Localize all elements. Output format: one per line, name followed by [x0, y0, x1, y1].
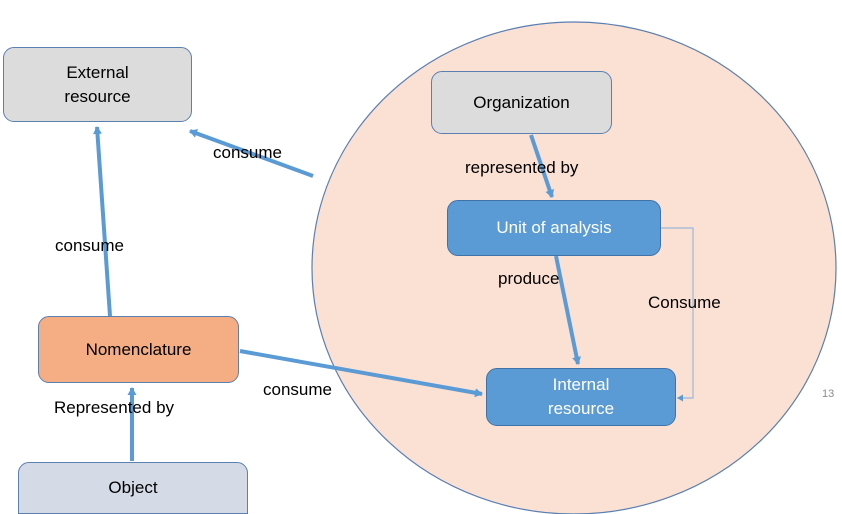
edge-label-nomenclature-to-external: consume — [55, 236, 124, 255]
edge-label-unit-to-internal-side: Consume — [648, 293, 721, 312]
edge-circle-to-external — [189, 129, 314, 178]
node-unit-of-analysis-label: Unit of analysis — [496, 218, 612, 238]
node-organization: Organization — [431, 71, 612, 134]
edge-label-nomenclature-to-internal: consume — [263, 380, 332, 399]
edge-label-unit-to-internal: produce — [498, 269, 560, 288]
page-number: 13 — [822, 388, 835, 400]
edge-unit-to-internal-side — [661, 227, 694, 402]
edge-organization-to-unit — [529, 134, 555, 198]
edge-unit-to-internal — [554, 255, 582, 365]
node-organization-label: Organization — [473, 92, 570, 112]
node-internal-resource: Internal resource — [486, 368, 676, 426]
edge-label-object-to-nomenclature: Represented by — [54, 398, 175, 417]
organization-boundary-circle — [311, 21, 837, 514]
edge-nomenclature-to-internal — [239, 349, 483, 398]
node-nomenclature: Nomenclature — [38, 316, 239, 383]
edge-label-organization-to-unit: represented by — [465, 158, 579, 177]
node-external-resource-label: External resource — [64, 62, 131, 106]
node-unit-of-analysis: Unit of analysis — [447, 200, 661, 256]
node-object: Object — [18, 462, 248, 514]
edge-nomenclature-to-external — [92, 126, 112, 317]
node-external-resource: External resource — [3, 47, 192, 122]
edge-label-circle-to-external: consume — [213, 143, 282, 162]
node-internal-resource-label: Internal resource — [547, 375, 615, 418]
node-object-label: Object — [108, 478, 158, 498]
node-nomenclature-label: Nomenclature — [85, 339, 192, 359]
